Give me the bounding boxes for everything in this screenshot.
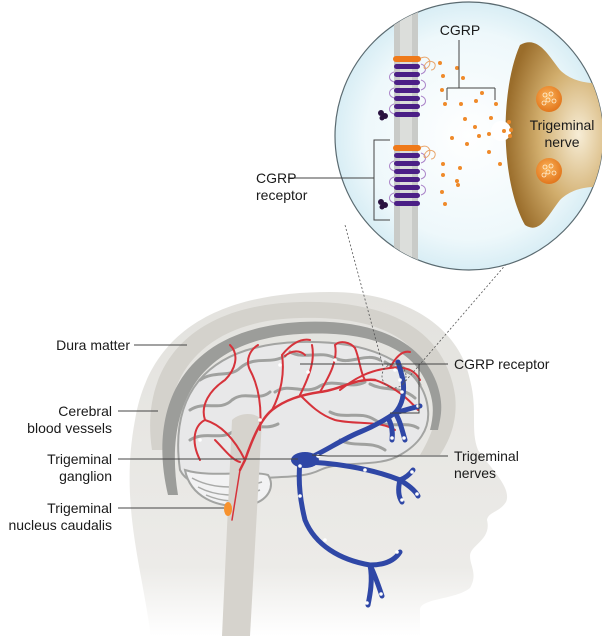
- inset-magnification: [334, 1, 602, 271]
- label-cerebral-blood-vessels-line1: Cerebral: [58, 403, 112, 419]
- vesicle-bottom: [536, 158, 562, 184]
- label-trigeminal-nerves-line1: Trigeminal: [454, 448, 519, 464]
- zoom-projection-line-left: [344, 224, 385, 371]
- trigeminal-nucleus-caudalis: [224, 502, 232, 516]
- vessel-nodes: [198, 358, 397, 442]
- label-trigeminal-nerve: Trigeminal nerve: [526, 117, 598, 151]
- cgrp-receptor-upper: [378, 56, 436, 121]
- leader-lines: [118, 40, 496, 509]
- cgrp-receptor-lower: [378, 145, 436, 210]
- label-cgrp-receptor-inset-line2: receptor: [256, 187, 308, 203]
- label-trigeminal-nerve-line1: Trigeminal: [529, 117, 595, 133]
- label-cgrp-receptor-inset-line1: CGRP: [256, 170, 297, 186]
- leader-trigeminal-nerves: [311, 454, 448, 457]
- cgrp-molecules: [438, 61, 513, 206]
- label-trigeminal-ganglion-line1: Trigeminal: [47, 451, 112, 467]
- label-dura-matter: Dura matter: [56, 337, 130, 353]
- label-cgrp-receptor-inset: CGRP receptor: [256, 170, 307, 204]
- label-cerebral-blood-vessels-line2: blood vessels: [27, 420, 112, 436]
- label-trigeminal-ganglion: Trigeminal ganglion: [0, 451, 112, 485]
- label-cerebral-blood-vessels: Cerebral blood vessels: [0, 403, 112, 437]
- label-cgrp-receptor-head: CGRP receptor: [454, 356, 550, 372]
- label-trigeminal-nucleus-line2: nucleus caudalis: [8, 517, 112, 533]
- label-trigeminal-ganglion-line2: ganglion: [59, 468, 112, 484]
- leader-cgrp-receptor-head: [300, 363, 448, 414]
- trigeminal-nerve-ending: [505, 42, 602, 228]
- leader-cgrp-receptor-inset: [288, 139, 390, 221]
- label-trigeminal-nerve-line2: nerve: [544, 134, 580, 150]
- label-trigeminal-nerves: Trigeminal nerves: [454, 448, 519, 482]
- vesicle-top: [536, 86, 562, 112]
- zoom-projection-line-right: [402, 261, 509, 385]
- brainstem: [222, 414, 262, 636]
- label-trigeminal-nucleus-caudalis: Trigeminal nucleus caudalis: [0, 500, 112, 534]
- leader-cgrp: [446, 40, 496, 100]
- label-trigeminal-nerves-line2: nerves: [454, 465, 497, 481]
- label-cgrp: CGRP: [439, 22, 481, 38]
- trigeminal-ganglion: [291, 452, 319, 468]
- label-trigeminal-nucleus-line1: Trigeminal: [47, 500, 112, 516]
